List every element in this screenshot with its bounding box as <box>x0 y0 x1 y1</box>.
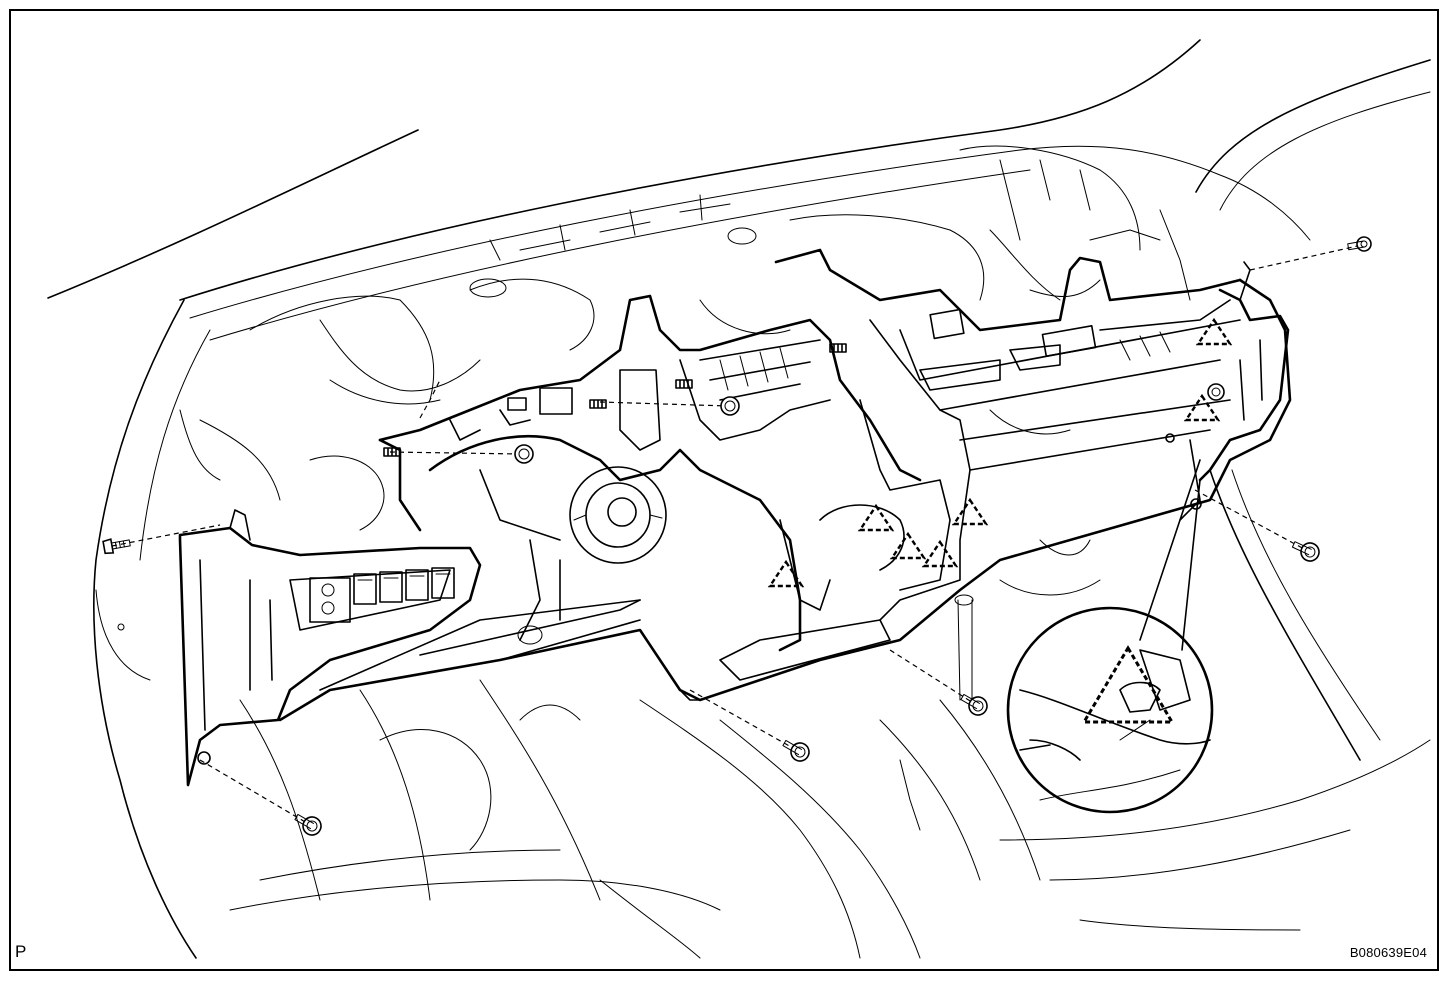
windshield-outline <box>47 39 1311 341</box>
dashboard-background-detail <box>179 145 1191 596</box>
bolt-icon <box>294 813 322 836</box>
clip-triangle-icon <box>889 531 927 560</box>
right-door-opening <box>1195 59 1431 761</box>
fastener-leader-lines <box>111 244 1363 827</box>
instrument-panel-reinforcement <box>178 248 1292 787</box>
bolt-icon <box>720 396 740 416</box>
clip-nut-icon <box>1165 433 1175 443</box>
bolt-icon <box>960 693 988 716</box>
bolt-icon <box>1291 541 1320 562</box>
stud-bolt-icon <box>589 399 607 409</box>
clip-triangle-icon <box>951 497 989 526</box>
clip-triangle-icon <box>1183 393 1221 422</box>
clip-triangle-icon <box>921 539 959 568</box>
stud-bolt-icon <box>829 343 847 353</box>
bolt-icon <box>1347 236 1372 252</box>
clip-markers <box>767 317 1233 724</box>
clip-triangle-icon <box>1195 317 1233 346</box>
diagram-frame <box>9 9 1439 971</box>
clip-nut-icon <box>197 751 211 765</box>
clip-triangle-icon <box>857 503 895 532</box>
bolt-icon <box>1207 383 1225 401</box>
bolts <box>102 236 1372 836</box>
clip-triangle-icon <box>767 559 805 588</box>
bolt-icon <box>102 538 131 555</box>
stud-bolt-icon <box>675 379 693 389</box>
stud-bolt-icon <box>383 447 401 457</box>
clip-nut-icon <box>1190 498 1202 510</box>
clip-detail-magnifier <box>1006 459 1214 814</box>
floor-and-console <box>229 594 1431 959</box>
view-letter-label: P <box>15 942 27 961</box>
bolt-icon <box>782 739 810 762</box>
clip-triangle-icon <box>1081 645 1175 724</box>
bolt-icon <box>514 444 534 464</box>
left-door-opening <box>93 299 211 959</box>
figure-code-label: B080639E04 <box>1349 945 1427 960</box>
